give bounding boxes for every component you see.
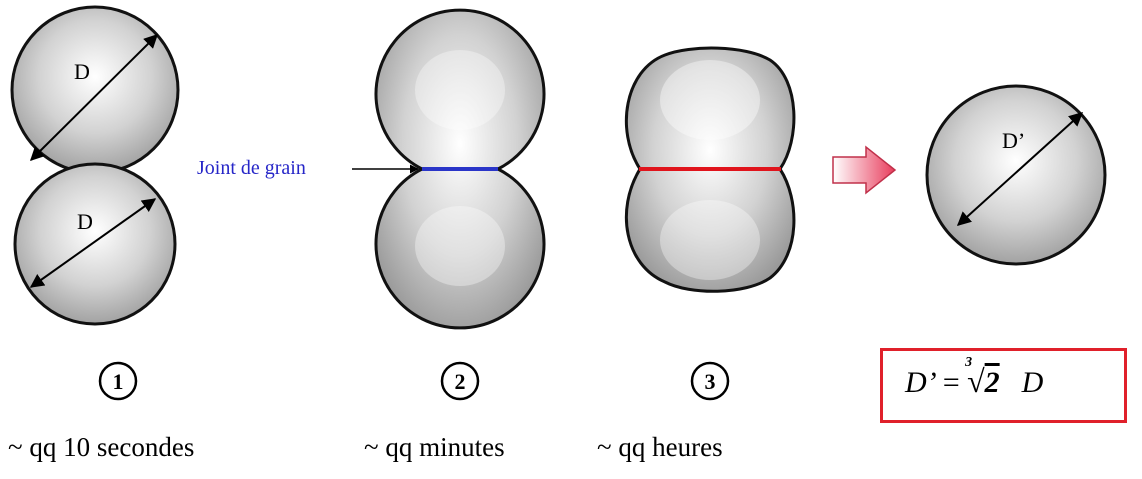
step-3-number: 3 xyxy=(705,369,716,394)
stage2-bottom-highlight xyxy=(415,206,505,286)
final-diameter-arrow xyxy=(956,112,1084,226)
step-2-number: 2 xyxy=(455,369,466,394)
formula-lhs: D’ = xyxy=(905,366,962,399)
stage1-bottom-sphere xyxy=(13,162,177,326)
cube-root: 3√2 xyxy=(965,355,1000,400)
step-2-time: ~ qq minutes xyxy=(364,432,505,462)
stage1-top-diameter-label: D xyxy=(74,59,90,84)
grain-boundary-label: Joint de grain xyxy=(197,157,306,179)
radicand: 2 xyxy=(984,366,1000,399)
step-2-marker: 2 xyxy=(440,361,480,401)
stage2-spheres: Joint de grain xyxy=(197,8,546,330)
stage2-top-highlight xyxy=(415,50,505,130)
stage1-bottom-diameter-arrow xyxy=(29,198,157,288)
stage1-bottom-diameter-label: D xyxy=(77,209,93,234)
final-grain: D’ xyxy=(925,84,1107,266)
stage1-spheres: D D xyxy=(10,5,180,326)
radical-sign: √ xyxy=(967,363,985,399)
stage3-top-highlight xyxy=(660,60,760,140)
final-sphere xyxy=(925,84,1107,266)
stage1-top-sphere xyxy=(10,5,180,175)
step-1-time: ~ qq 10 secondes xyxy=(8,432,195,462)
stage1-top-diameter-arrow xyxy=(30,34,158,161)
step-1-number: 1 xyxy=(113,369,124,394)
root-index: 3 xyxy=(965,355,973,370)
transition-arrow xyxy=(832,145,897,195)
step-3-time: ~ qq heures xyxy=(597,432,723,462)
step-1-marker: 1 xyxy=(98,361,138,401)
step-3-marker: 3 xyxy=(690,361,730,401)
formula-rhs: D xyxy=(1021,366,1044,399)
final-diameter-label: D’ xyxy=(1002,128,1025,153)
stage3-spheres xyxy=(624,46,796,293)
stage3-bottom-highlight xyxy=(660,200,760,280)
